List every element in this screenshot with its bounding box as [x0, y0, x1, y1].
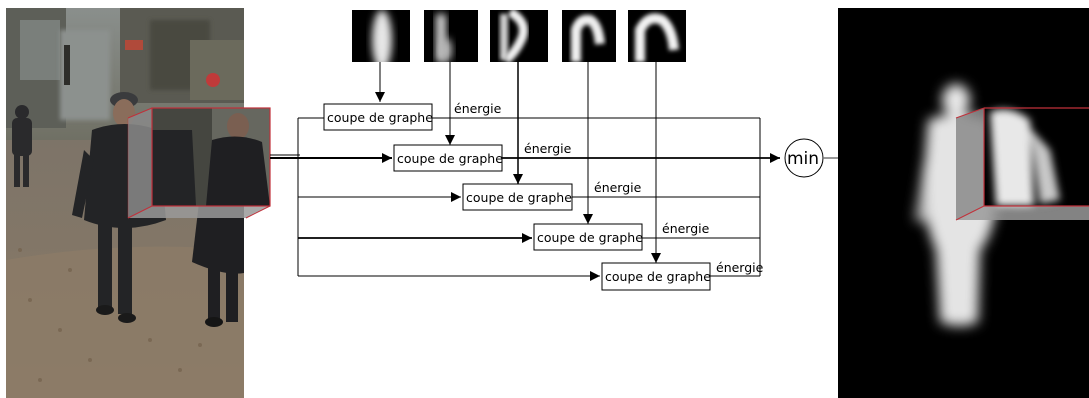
- graph-cut-box-3: coupe de graphe: [462, 183, 573, 211]
- graph-cut-label: coupe de graphe: [466, 190, 572, 205]
- graph-cut-box-4: coupe de graphe: [533, 223, 643, 251]
- graph-cut-box-5: coupe de graphe: [601, 262, 711, 291]
- mask-crop-frame: [955, 107, 1089, 221]
- energy-label-5: énergie: [716, 260, 764, 275]
- energy-label-3: énergie: [594, 180, 642, 195]
- template-drop-lines: [375, 62, 661, 263]
- graph-cut-box-1: coupe de graphe: [323, 103, 433, 131]
- graph-cut-label: coupe de graphe: [397, 151, 503, 166]
- graph-cut-label: coupe de graphe: [327, 110, 433, 125]
- graph-cut-box-2: coupe de graphe: [393, 144, 503, 172]
- energy-label-1: énergie: [454, 101, 502, 116]
- shape-template-4: [562, 10, 616, 62]
- min-node: min: [784, 138, 824, 178]
- graph-cut-label: coupe de graphe: [605, 269, 711, 284]
- shape-template-2: [424, 10, 478, 62]
- shape-template-3: [490, 10, 548, 62]
- min-label: min: [787, 149, 819, 169]
- photo-crop-frame: [127, 107, 271, 219]
- energy-output-lines: [432, 117, 780, 277]
- graph-cut-label: coupe de graphe: [537, 230, 643, 245]
- energy-label-4: énergie: [662, 221, 710, 236]
- shape-template-1: [352, 10, 410, 62]
- input-bus-lines: [270, 117, 600, 281]
- energy-label-2: énergie: [524, 141, 572, 156]
- shape-template-5: [628, 10, 686, 62]
